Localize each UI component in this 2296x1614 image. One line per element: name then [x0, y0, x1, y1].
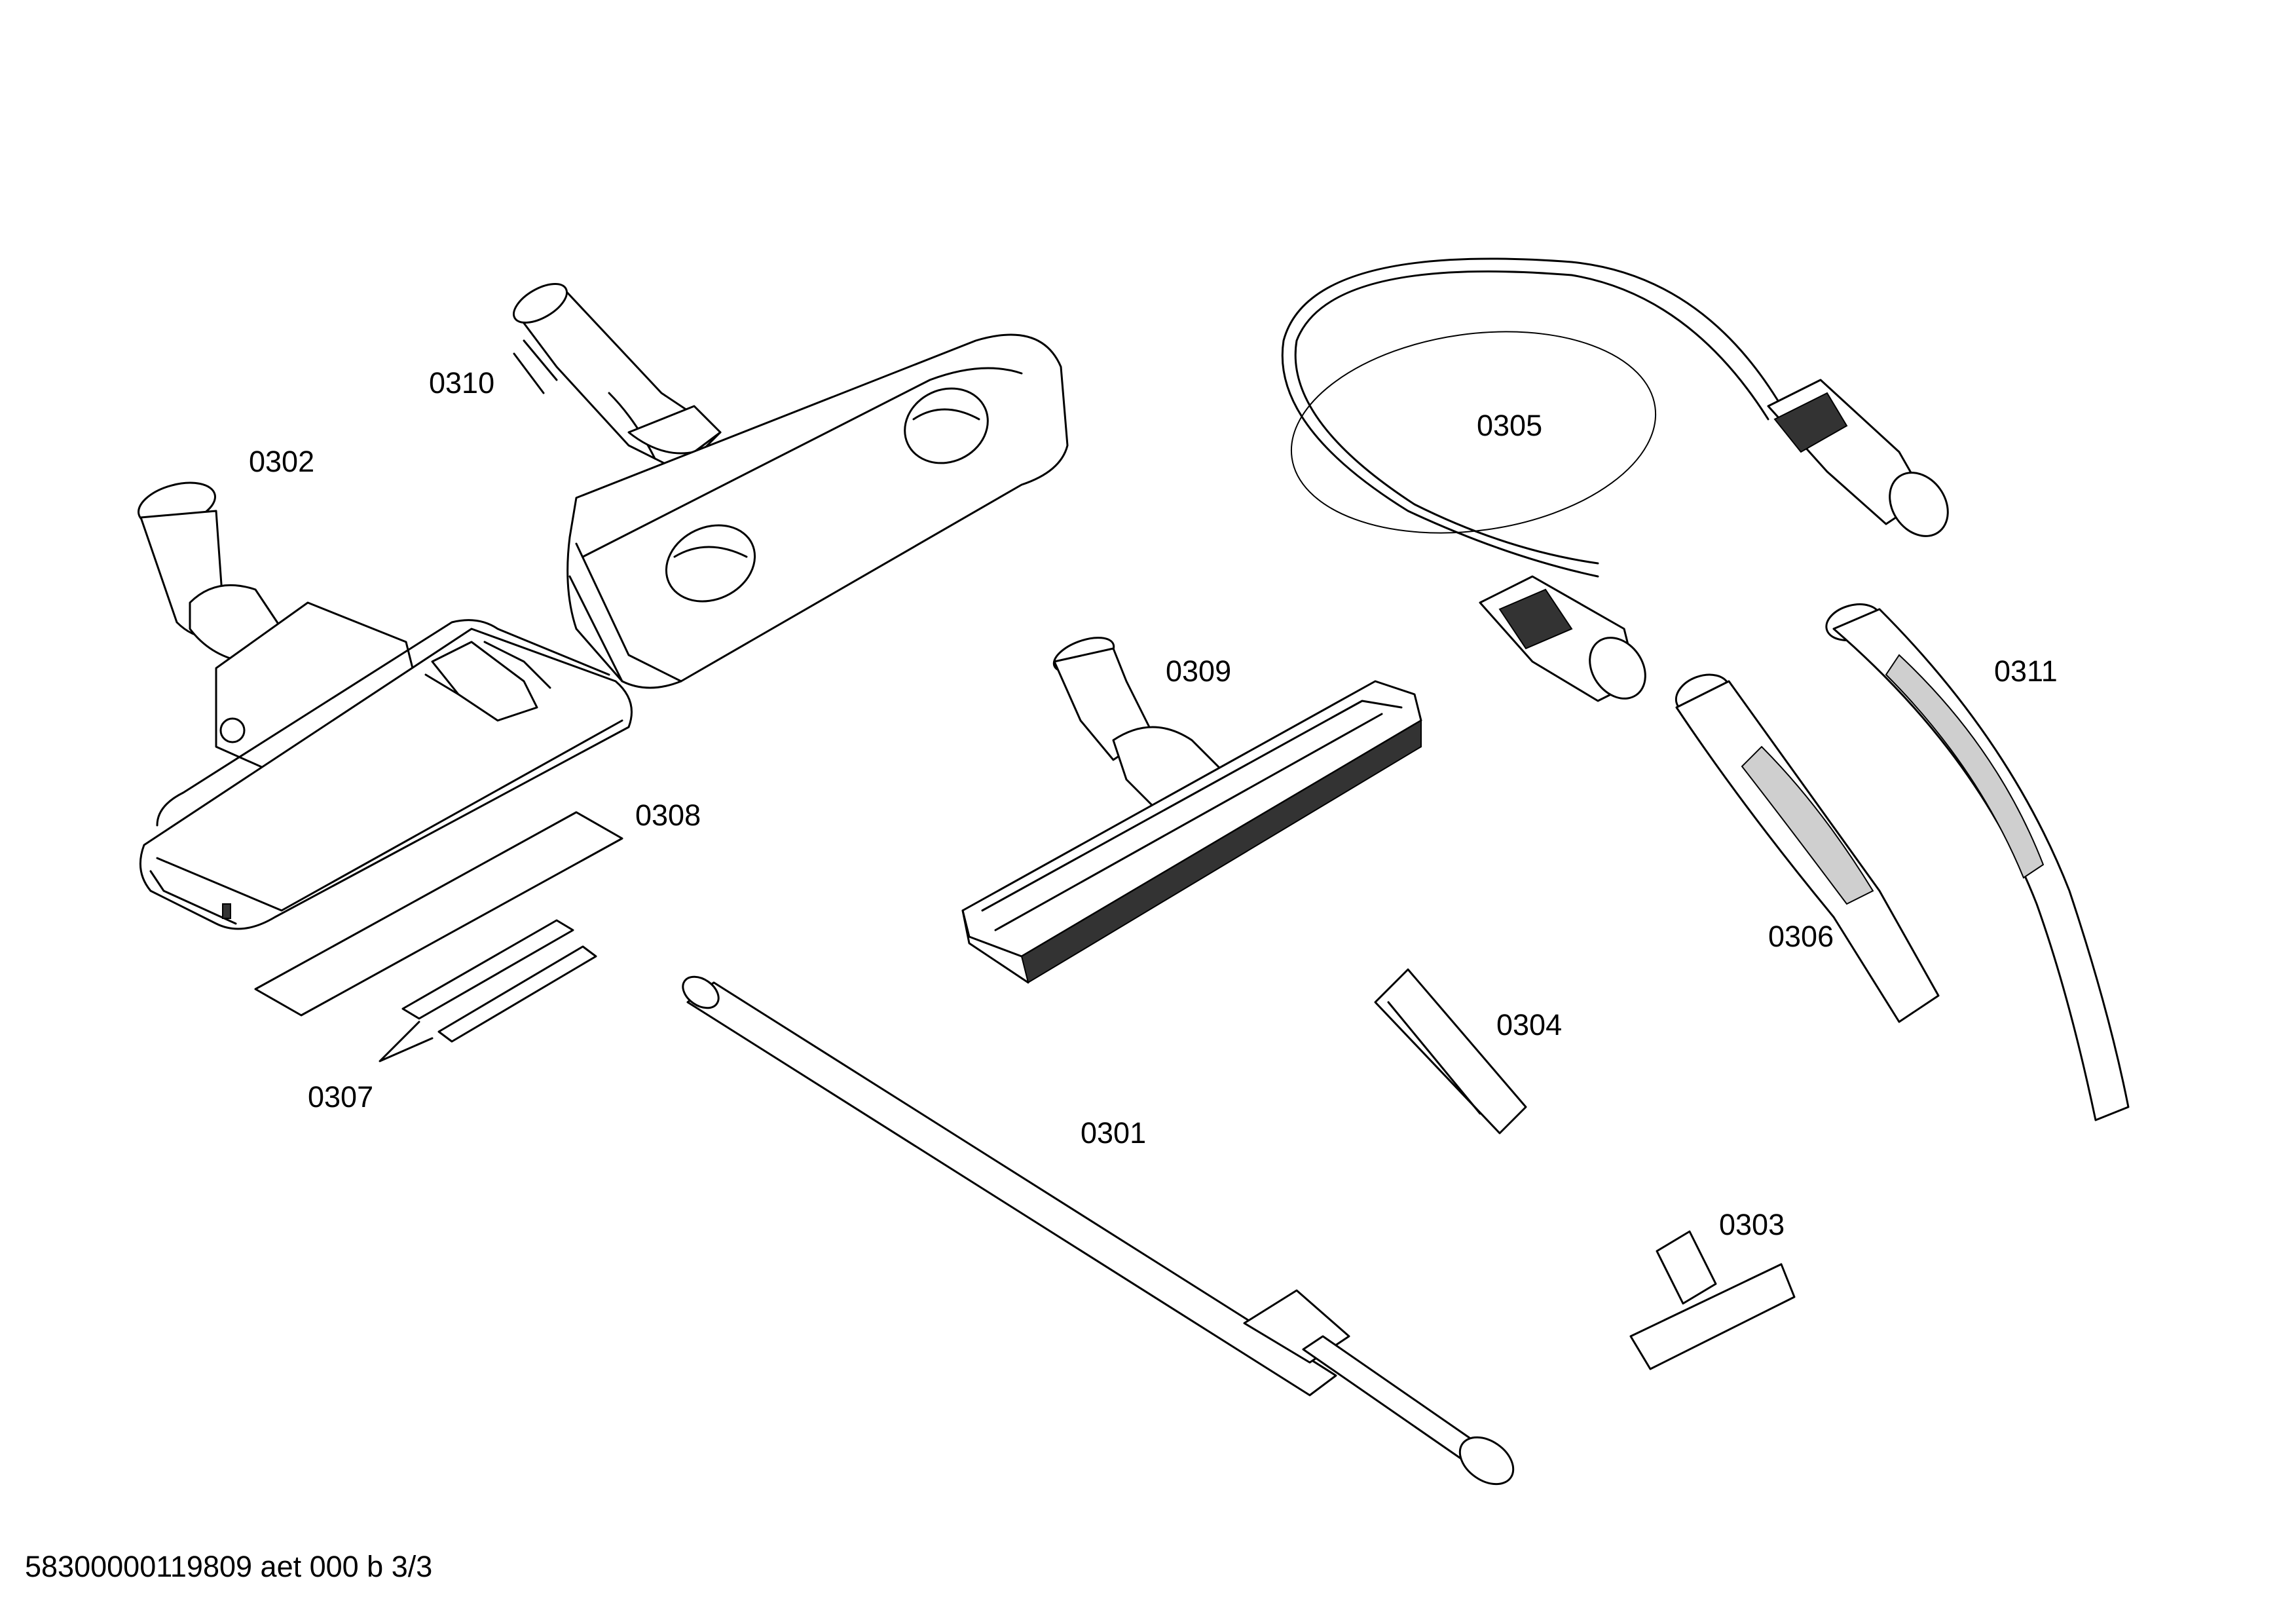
label-0308: 0308 — [635, 798, 701, 832]
label-0306: 0306 — [1768, 920, 1834, 953]
label-0303: 0303 — [1719, 1208, 1785, 1241]
label-0310: 0310 — [429, 366, 494, 400]
part-0301-telescopic-tube — [682, 975, 1515, 1486]
label-0304: 0304 — [1496, 1008, 1562, 1042]
label-0301: 0301 — [1081, 1116, 1146, 1150]
part-0304-crevice-tool — [1374, 968, 1527, 1135]
part-0303-upholstery-nozzle — [1629, 1230, 1796, 1370]
part-0309-parquet-brush — [961, 637, 1422, 984]
drawing-reference: 58300000119809 aet 000 b 3/3 — [25, 1550, 432, 1583]
part-0308-strip — [254, 811, 623, 1017]
label-0309: 0309 — [1166, 654, 1231, 688]
label-0302: 0302 — [249, 445, 314, 478]
part-0302-combination-nozzle — [138, 481, 633, 930]
label-0307: 0307 — [308, 1080, 373, 1114]
label-0305: 0305 — [1477, 409, 1542, 442]
part-0305-hose — [1281, 257, 1949, 702]
part-0311-handle — [1825, 603, 2130, 1121]
part-0307-strips — [379, 919, 597, 1062]
part-0306-handle — [1675, 673, 1940, 1023]
part-0310-floor-nozzle — [513, 283, 1069, 689]
label-0311: 0311 — [1994, 654, 2058, 688]
